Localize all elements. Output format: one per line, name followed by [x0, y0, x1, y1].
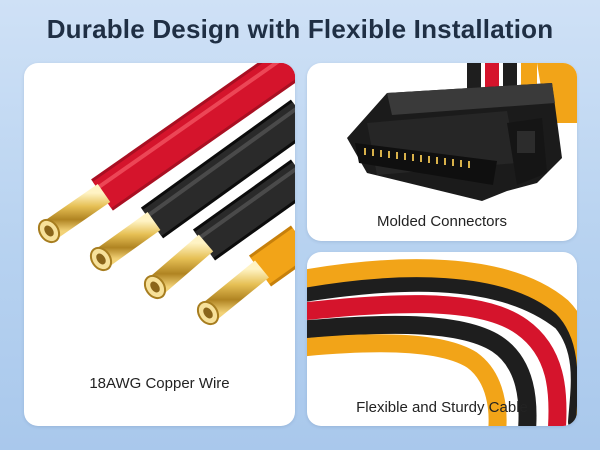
connector-illustration	[347, 63, 577, 201]
black-wire	[89, 99, 295, 272]
yellow-wire	[196, 225, 295, 326]
copper-wire-illustration	[37, 63, 295, 326]
cable-illustration	[307, 259, 577, 426]
page-title: Durable Design with Flexible Installatio…	[46, 14, 554, 44]
red-wire	[37, 63, 295, 244]
molded-connectors-panel: Molded Connectors	[307, 63, 577, 241]
copper-wire-panel: 18AWG Copper Wire	[24, 63, 295, 426]
sata-connector	[347, 83, 562, 201]
cable-caption: Flexible and Sturdy Cable	[356, 399, 528, 416]
cable-bundle	[307, 259, 577, 426]
flexible-cable-panel: Flexible and Sturdy Cable	[307, 252, 577, 426]
connectors-caption: Molded Connectors	[376, 213, 508, 230]
copper-wire-caption: 18AWG Copper Wire	[89, 375, 230, 392]
black-wire	[143, 159, 295, 300]
